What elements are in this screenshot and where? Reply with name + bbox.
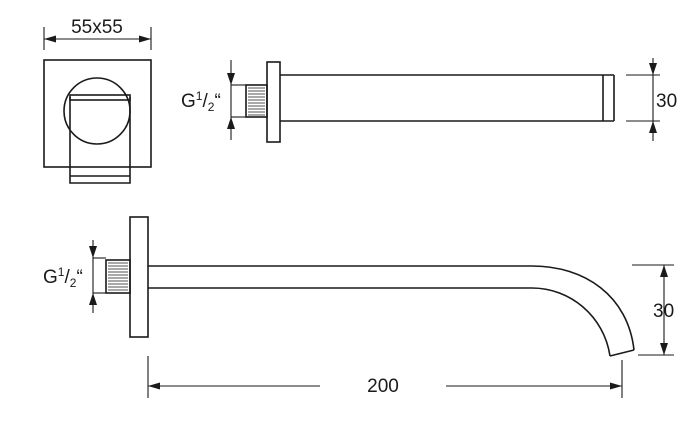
thread-connector bbox=[105, 259, 131, 294]
spout-inner-curve bbox=[148, 287, 611, 357]
spout-top-face bbox=[69, 94, 131, 101]
thread-label-side: G1/2“ bbox=[43, 265, 83, 290]
arrowhead-down bbox=[227, 73, 235, 85]
wall-flange bbox=[266, 61, 281, 143]
spout-outer-curve bbox=[148, 265, 635, 351]
plate-size-label: 55x55 bbox=[71, 17, 123, 38]
arrowhead-up bbox=[649, 121, 657, 133]
arrowhead-right bbox=[139, 35, 151, 43]
thread-hatching bbox=[248, 87, 265, 116]
thread-label-top: G1/2“ bbox=[181, 89, 221, 114]
arrowhead-down bbox=[89, 246, 97, 258]
height-label-top: 30 bbox=[656, 91, 677, 112]
thread-hatching bbox=[108, 262, 128, 291]
length-label: 200 bbox=[367, 376, 399, 397]
arrowhead-down bbox=[660, 343, 668, 355]
spout-outlet bbox=[609, 349, 635, 357]
arrowhead-down bbox=[649, 63, 657, 75]
wall-flange bbox=[129, 216, 149, 338]
arrowhead-right bbox=[610, 382, 622, 390]
wall-plate-square bbox=[43, 59, 152, 168]
spout-round-base bbox=[63, 77, 131, 145]
arrowhead-left bbox=[148, 382, 160, 390]
side-view: G1/2“ 30 200 bbox=[43, 216, 674, 398]
arrowhead-up bbox=[660, 265, 668, 277]
arrowhead-left bbox=[44, 35, 56, 43]
height-label-side: 30 bbox=[653, 301, 674, 322]
front-view: 55x55 bbox=[43, 17, 152, 184]
spout-front-face bbox=[69, 97, 131, 184]
top-view: G1/2“ 30 bbox=[181, 58, 677, 143]
arrowhead-up bbox=[227, 117, 235, 129]
arrowhead-up bbox=[89, 293, 97, 305]
